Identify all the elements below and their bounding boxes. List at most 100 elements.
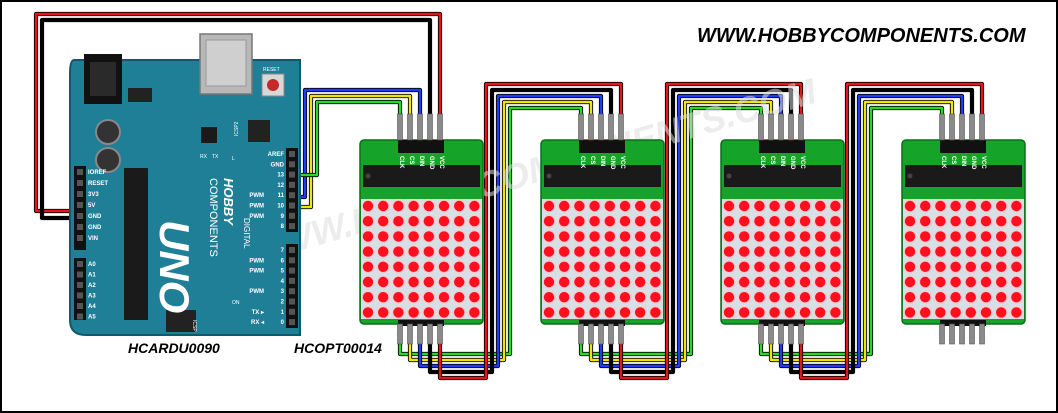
digital-pin-pwm: TX ▸ [252, 310, 265, 316]
digital-pin-pwm: PWM [249, 214, 264, 220]
led-dot [1011, 261, 1022, 272]
header-pin-top [939, 113, 945, 141]
power-pin-label: VIN [88, 236, 98, 242]
analog-pin [77, 271, 83, 278]
digital-pin-number: AREF [268, 152, 285, 158]
digital-pin-number: 3 [281, 289, 285, 295]
led-dot [469, 307, 480, 318]
led-dot [904, 231, 916, 242]
power-pin-label: IOREF [88, 170, 107, 176]
led-dot [965, 216, 976, 227]
module-pin-label: GND [428, 156, 434, 170]
led-dot [815, 216, 826, 227]
led-dot [574, 246, 585, 257]
header-pin-bottom [598, 323, 604, 345]
led-dot [378, 200, 389, 212]
led-dot [1011, 307, 1022, 318]
max7219-chip [363, 165, 480, 187]
analog-pin-label: A0 [88, 262, 96, 268]
led-dot [815, 246, 826, 257]
module-pin-label: CS [408, 156, 414, 164]
led-dot [378, 216, 389, 227]
led-dot [393, 261, 404, 272]
led-dot [965, 231, 976, 242]
led-dot [830, 276, 841, 288]
led-dot [423, 307, 434, 318]
led-dot [438, 246, 450, 257]
led-dot [754, 200, 765, 212]
digital-pin [289, 319, 295, 326]
max7219-chip [724, 165, 841, 187]
digital-pin-number: 8 [281, 224, 285, 230]
digital-pin-pwm: PWM [249, 204, 264, 210]
led-dot [438, 276, 450, 288]
led-dot [1011, 200, 1022, 212]
wire-vcc-chain-3 [799, 82, 984, 380]
input-header [398, 140, 444, 153]
led-dot [574, 292, 585, 303]
led-dot [980, 231, 992, 242]
wire-cs-chain-1 [408, 100, 593, 362]
reset-label: RESET [263, 67, 280, 73]
led-dot [1011, 276, 1022, 288]
led-dot [619, 231, 631, 242]
led-dot [739, 246, 750, 257]
output-header [940, 320, 986, 326]
capacitor-1 [95, 119, 121, 145]
analog-pin-label: A1 [88, 273, 96, 279]
led-dot [920, 276, 931, 288]
led-dot [589, 231, 600, 242]
led-dot [408, 292, 419, 303]
led-dot [784, 276, 795, 288]
led-dot [619, 200, 631, 212]
power-jack-inner [90, 62, 116, 96]
led-dot [604, 231, 615, 242]
power-pin-label: GND [88, 225, 102, 231]
digital-pin [289, 267, 295, 274]
module-pin-label: GND [970, 156, 976, 170]
input-header [579, 140, 625, 153]
header-pin-top [437, 113, 443, 141]
led-dot [920, 292, 931, 303]
module-pin-label: CLK [940, 156, 946, 169]
led-dot [830, 246, 841, 257]
website-title: WWW.HOBBYCOMPONENTS.COM [697, 25, 1027, 47]
led-dot [935, 246, 946, 257]
led-dot [754, 231, 765, 242]
digital-pin [289, 308, 295, 315]
led-dot [815, 261, 826, 272]
digital-label: DIGITAL [242, 218, 251, 249]
led-dot [423, 292, 434, 303]
rx-label: RX [200, 154, 208, 160]
brand-line-1: HOBBY [221, 178, 236, 226]
led-dot [589, 261, 600, 272]
wire-din-chain-3 [779, 94, 964, 368]
led-dot [799, 246, 811, 257]
power-pin-label: 5V [88, 203, 95, 209]
digital-pin-number: 4 [281, 279, 285, 285]
digital-pin-number: 13 [277, 173, 284, 179]
led-dot [454, 292, 465, 303]
led-dot [980, 261, 992, 272]
digital-pin-pwm: PWM [249, 269, 264, 275]
led-dot [904, 261, 916, 272]
led-dot [965, 246, 976, 257]
led-dot [393, 231, 404, 242]
led-dot [739, 200, 750, 212]
wire-clk-chain-1 [398, 106, 583, 356]
module-pin-label: CS [769, 156, 775, 164]
led-dot [965, 292, 976, 303]
led-dot [739, 307, 750, 318]
led-dot [799, 200, 811, 212]
led-dot [784, 216, 795, 227]
led-dot [604, 261, 615, 272]
led-dot [454, 200, 465, 212]
led-dot [904, 307, 916, 318]
voltage-regulator [128, 88, 152, 102]
power-pin-label: 3V3 [88, 192, 99, 198]
power-pin [77, 180, 83, 186]
led-dot [543, 261, 555, 272]
led-dot [362, 246, 374, 257]
analog-pin-label: A5 [88, 315, 96, 321]
